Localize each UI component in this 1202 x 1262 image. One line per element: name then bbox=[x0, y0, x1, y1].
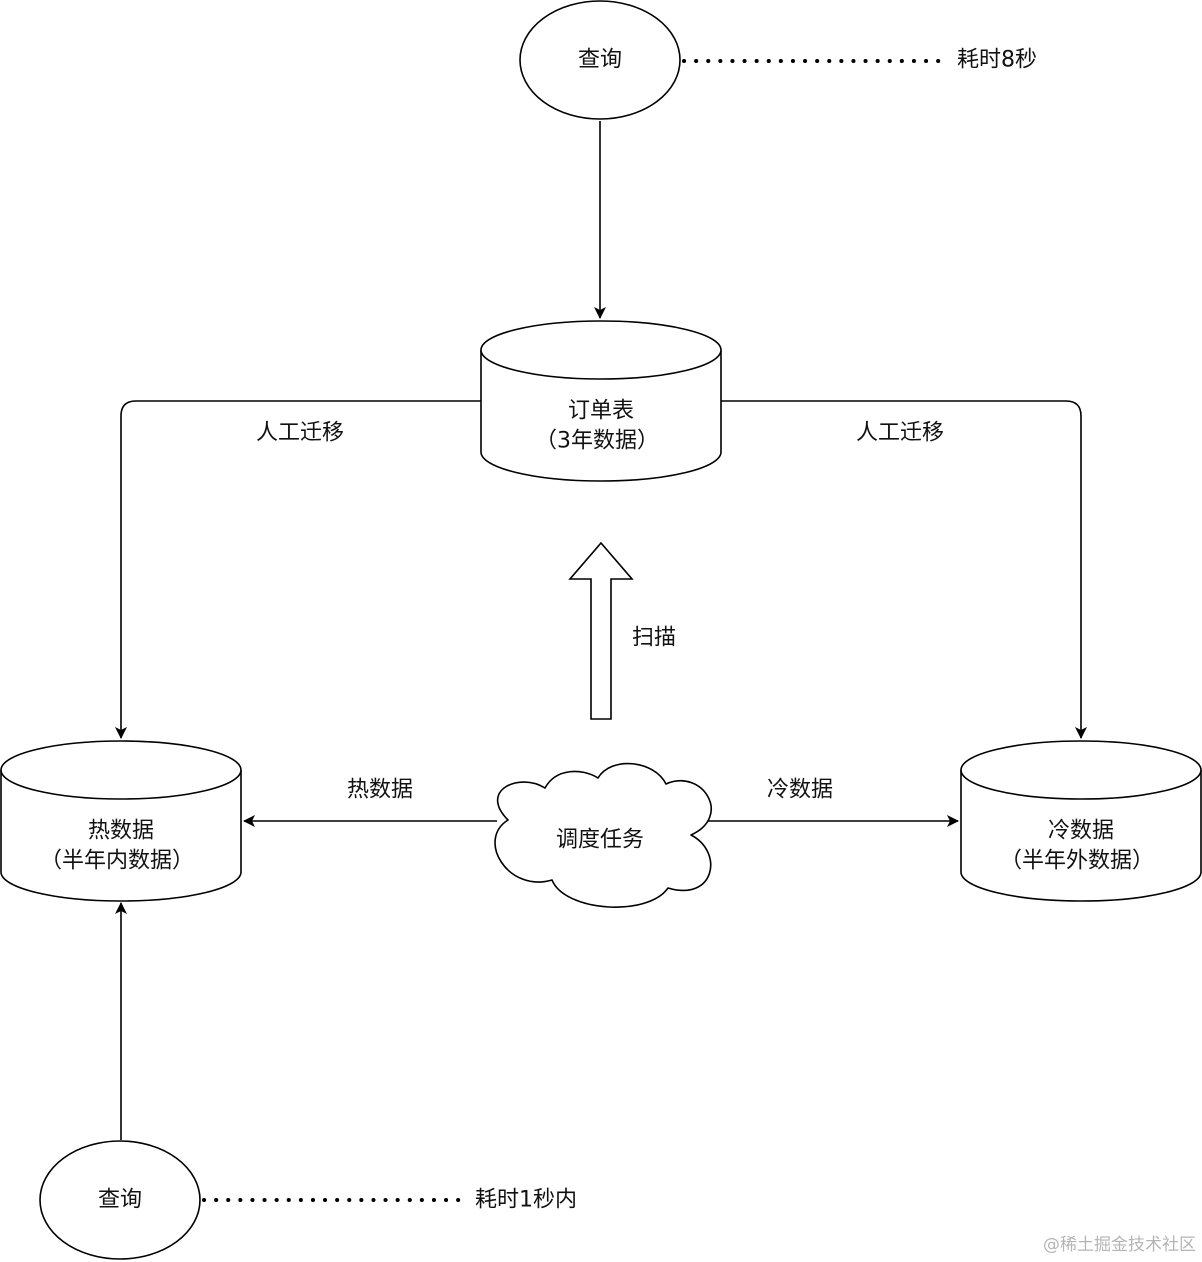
order-table-label: 订单表 bbox=[568, 399, 634, 424]
edge-manual-right bbox=[721, 400, 1087, 739]
cold-edge-label: 冷数据 bbox=[767, 778, 833, 803]
scan-arrow bbox=[568, 541, 634, 720]
scheduler-cloud bbox=[494, 762, 712, 908]
hot-data-sublabel: （半年内数据） bbox=[40, 849, 194, 874]
watermark: @稀土掘金技术社区 bbox=[1043, 1235, 1196, 1255]
cold-data-sublabel: （半年外数据） bbox=[1000, 849, 1154, 874]
scheduler-node[interactable]: 调度任务 bbox=[494, 762, 712, 908]
order-table-body bbox=[480, 350, 722, 482]
manual-left-label: 人工迁移 bbox=[256, 421, 344, 446]
scheduler-label: 调度任务 bbox=[556, 828, 644, 853]
hot-data-body bbox=[0, 770, 242, 902]
query-bottom-node[interactable]: 查询 bbox=[39, 1140, 201, 1260]
time-bottom-label: 耗时1秒内 bbox=[475, 1188, 577, 1213]
cold-data-label: 冷数据 bbox=[1048, 819, 1114, 844]
order-table-top bbox=[480, 320, 722, 380]
query-top-ellipse bbox=[519, 0, 681, 120]
cold-data-body bbox=[960, 770, 1202, 902]
order-table-sublabel: （3年数据） bbox=[535, 429, 659, 454]
cold-data-node[interactable]: 冷数据 （半年外数据） bbox=[960, 740, 1202, 902]
query-top-node[interactable]: 查询 bbox=[519, 0, 681, 120]
hot-data-top bbox=[0, 740, 242, 800]
query-top-label: 查询 bbox=[578, 48, 622, 73]
query-bottom-ellipse bbox=[39, 1140, 201, 1260]
time-top-label: 耗时8秒 bbox=[957, 48, 1037, 73]
cold-data-top bbox=[960, 740, 1202, 800]
hot-data-node[interactable]: 热数据 （半年内数据） bbox=[0, 740, 242, 902]
hot-edge-label: 热数据 bbox=[347, 778, 413, 803]
manual-right-label: 人工迁移 bbox=[856, 421, 944, 446]
query-bottom-label: 查询 bbox=[98, 1188, 142, 1213]
order-table-node[interactable]: 订单表 （3年数据） bbox=[480, 320, 722, 482]
edge-manual-left bbox=[115, 400, 481, 739]
scan-label: 扫描 bbox=[632, 626, 676, 651]
hot-data-label: 热数据 bbox=[88, 819, 154, 844]
